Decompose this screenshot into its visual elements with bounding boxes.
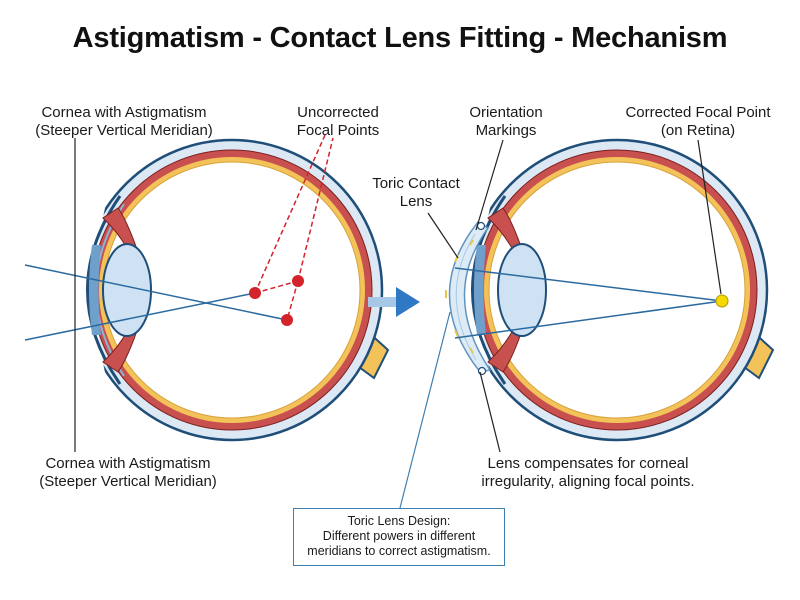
orientation-label-line1: Orientation xyxy=(469,104,543,121)
focal-point-2 xyxy=(292,275,304,287)
toric-lens-inner-curve xyxy=(455,233,477,361)
transition-arrow xyxy=(368,287,420,317)
toric-lens-label: Toric Contact Lens xyxy=(364,175,468,211)
corrected-label: Corrected Focal Point (on Retina) xyxy=(612,104,784,140)
left-ray-top xyxy=(24,264,288,321)
right-ray-bottom xyxy=(454,300,723,339)
left-eye xyxy=(70,138,390,442)
left-crystalline-lens xyxy=(102,243,152,337)
left-cornea-band xyxy=(89,245,101,335)
info-box-line3: meridians to correct astigmatism. xyxy=(307,544,491,558)
uncorrected-label-line1: Uncorrected xyxy=(297,104,379,121)
orientation-leader xyxy=(475,139,504,231)
info-box-line1: Toric Lens Design: xyxy=(347,514,451,528)
cornea-top-label: Cornea with Astigmatism (Steeper Vertica… xyxy=(18,104,230,140)
page-title: Astigmatism - Contact Lens Fitting - Mec… xyxy=(72,22,728,54)
corrected-focal-point xyxy=(715,294,729,308)
compensates-leader xyxy=(479,371,501,453)
info-box-line2: Different powers in different xyxy=(322,529,476,543)
left-light-rays xyxy=(24,264,288,341)
right-crystalline-lens xyxy=(497,243,547,337)
right-light-rays xyxy=(454,267,723,339)
toric-lens-label-line2: Lens xyxy=(399,193,433,210)
focal-point-1 xyxy=(249,287,261,299)
left-ray-bottom xyxy=(24,292,256,341)
cornea-bottom-label-line1: Cornea with Astigmatism xyxy=(45,455,211,472)
right-leader-lines xyxy=(399,139,722,509)
toric-contact-lens xyxy=(445,221,492,376)
cornea-top-label-line2: (Steeper Vertical Meridian) xyxy=(35,122,213,139)
corrected-leader xyxy=(697,139,722,295)
right-cornea-band xyxy=(474,245,486,335)
right-eye xyxy=(455,138,775,442)
uncorrected-focal-points xyxy=(249,134,334,326)
dash-4 xyxy=(297,137,334,282)
corrected-label-line1: Corrected Focal Point xyxy=(625,104,771,121)
compensates-label: Lens compensates for corneal irregularit… xyxy=(460,455,716,491)
orientation-markings xyxy=(445,239,474,354)
toric-leader xyxy=(427,212,459,259)
cornea-top-label-line1: Cornea with Astigmatism xyxy=(41,104,207,121)
orientation-label-line2: Markings xyxy=(475,122,537,139)
toric-lens-label-line1: Toric Contact xyxy=(372,175,460,192)
toric-lens-design-box: Toric Lens Design: Different powers in d… xyxy=(293,508,505,566)
infobox-leader xyxy=(399,311,451,509)
right-ray-top xyxy=(454,267,723,302)
cornea-bottom-label: Cornea with Astigmatism (Steeper Vertica… xyxy=(22,455,234,491)
compensates-label-line2: irregularity, aligning focal points. xyxy=(481,473,695,490)
uncorrected-label-line2: Focal Points xyxy=(296,122,380,139)
dash-3 xyxy=(254,134,326,294)
focal-point-3 xyxy=(281,314,293,326)
cornea-bottom-label-line2: (Steeper Vertical Meridian) xyxy=(39,473,217,490)
lens-edge-bottom xyxy=(477,366,487,376)
compensates-label-line1: Lens compensates for corneal xyxy=(487,455,689,472)
dash-2 xyxy=(286,280,299,321)
uncorrected-label: Uncorrected Focal Points xyxy=(276,104,400,140)
corrected-label-line2: (on Retina) xyxy=(660,122,736,139)
orientation-label: Orientation Markings xyxy=(450,104,562,140)
right-vitreous xyxy=(488,161,746,419)
